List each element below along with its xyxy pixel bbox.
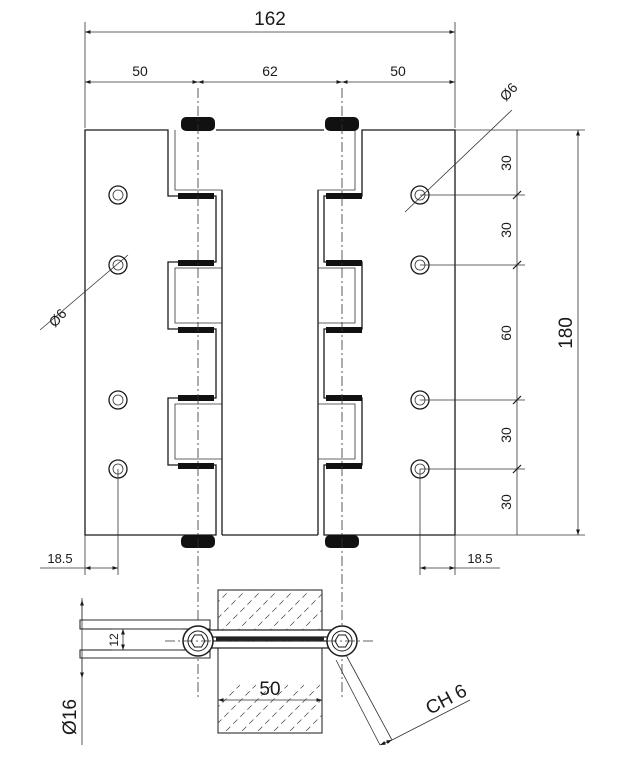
- dim-pin-dia: Ø16: [60, 699, 81, 735]
- dim-pitch-1: 30: [498, 155, 514, 171]
- dim-pitch-5: 30: [498, 494, 514, 510]
- dim-edge-right: 18.5: [467, 551, 492, 566]
- knuckle-caps: [178, 117, 362, 548]
- dim-hole-dia-top: Ø6: [496, 79, 521, 104]
- dim-hex-key: CH 6: [422, 681, 470, 720]
- hinge-section-view: [79, 589, 375, 734]
- dim-thickness: 12: [107, 633, 121, 647]
- dim-door-thickness: 50: [259, 679, 280, 700]
- dim-pitch-2: 30: [498, 222, 514, 238]
- dim-edge-left: 18.5: [47, 551, 72, 566]
- dim-hole-dia-left: Ø6: [45, 305, 70, 330]
- dim-overall-height: 180: [556, 317, 577, 349]
- dim-overall-width: 162: [254, 9, 286, 30]
- dim-pitch-4: 30: [498, 427, 514, 443]
- dim-center: 62: [262, 63, 278, 79]
- dim-right-leaf: 50: [390, 63, 406, 79]
- screw-holes: [108, 185, 430, 479]
- door-section-hatch: [217, 589, 323, 734]
- dim-pitch-3: 60: [498, 325, 514, 341]
- dimension-lines: [39, 22, 585, 575]
- dim-left-leaf: 50: [132, 63, 148, 79]
- section-dimension-lines: [80, 598, 471, 746]
- hinge-front-view: [84, 88, 456, 700]
